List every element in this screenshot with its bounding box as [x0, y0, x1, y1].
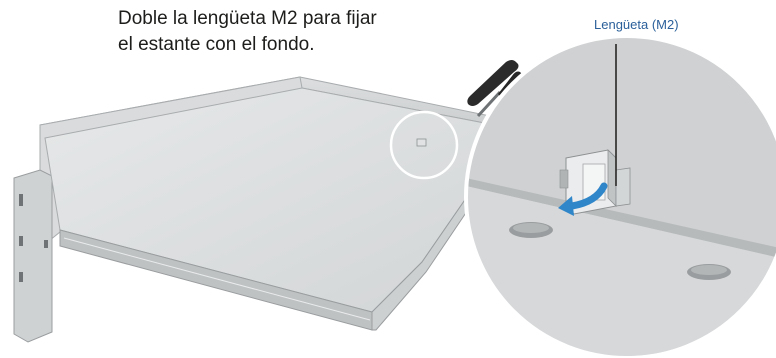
- zoom-detail: [464, 34, 776, 358]
- callout-label-tab-m2: Lengüeta (M2): [594, 17, 679, 32]
- tab-marker: [416, 138, 427, 147]
- zoom-frame: [464, 34, 776, 358]
- curved-arrow-icon: [558, 182, 608, 216]
- upright-post: [13, 169, 53, 343]
- shelf-right-lip: [371, 176, 481, 331]
- zoom-back-wall: [466, 36, 776, 248]
- post-slot: [19, 272, 23, 282]
- post-slot: [44, 240, 48, 248]
- lip-highlight: [63, 237, 371, 321]
- post-slot: [19, 236, 23, 246]
- instruction-text: Doble la lengüeta M2 para fijar el estan…: [118, 8, 377, 55]
- shelf-assembly: [13, 76, 501, 343]
- zoom-wall-edge: [466, 178, 776, 258]
- post-slot: [19, 194, 23, 206]
- tab-highlight-circle: [389, 110, 459, 180]
